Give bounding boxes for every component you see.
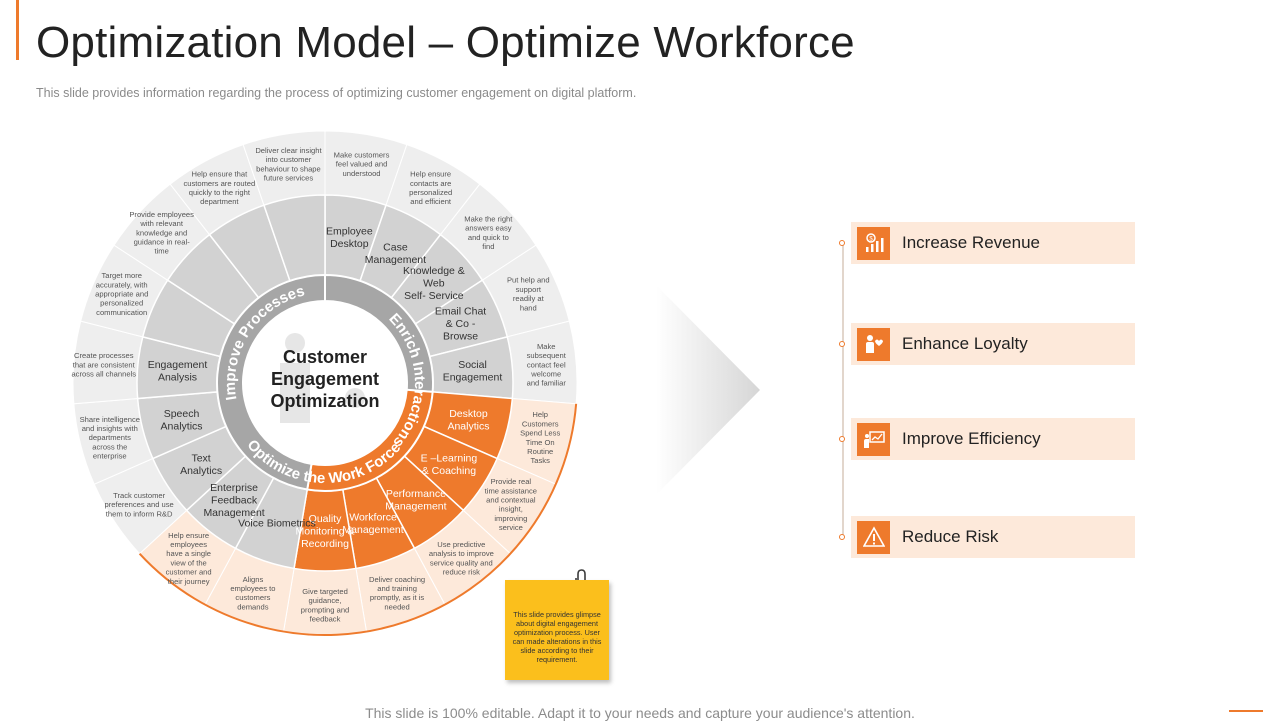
page-subtitle: This slide provides information regardin… xyxy=(36,86,637,100)
segment-label: E –Learning& Coaching xyxy=(421,452,478,477)
center-title-line: Engagement xyxy=(271,369,379,389)
outcome-dot-2 xyxy=(839,341,845,347)
outcome-label: Reduce Risk xyxy=(902,527,999,546)
outcome-card-increase-revenue: $ Increase Revenue xyxy=(851,222,1135,264)
flow-arrow-shape xyxy=(656,285,760,495)
outcome-dot-4 xyxy=(839,534,845,540)
outcome-label: Improve Efficiency xyxy=(902,429,1041,448)
svg-text:$: $ xyxy=(869,237,873,243)
outcome-label: Increase Revenue xyxy=(902,233,1040,252)
revenue-chart-icon: $ xyxy=(857,226,890,260)
outcome-card-reduce-risk: Reduce Risk xyxy=(851,516,1135,558)
person-body xyxy=(280,363,310,423)
workforce-outline xyxy=(138,403,578,636)
person-head xyxy=(285,333,305,353)
people-exchange-icon xyxy=(280,333,365,423)
center-title-line: Customer xyxy=(283,347,367,367)
outcome-card-enhance-loyalty: Enhance Loyalty xyxy=(851,323,1135,365)
page-title: Optimization Model – Optimize Workforce xyxy=(36,18,855,67)
center-title-line: Optimization xyxy=(271,391,380,411)
outcome-timeline xyxy=(842,243,844,538)
person-head xyxy=(345,388,365,408)
wheel-center xyxy=(243,301,407,465)
segment-label: Voice Biometrics xyxy=(238,518,316,530)
warning-triangle-icon xyxy=(857,520,890,554)
outcome-card-improve-efficiency: Improve Efficiency xyxy=(851,418,1135,460)
outcome-dot-3 xyxy=(839,436,845,442)
outcome-dot-1 xyxy=(839,240,845,246)
segment-label: Email Chat& Co -Browse xyxy=(435,306,486,343)
corner-accent-line xyxy=(1229,710,1263,712)
loyalty-person-icon xyxy=(857,327,890,361)
title-accent-bar xyxy=(16,0,19,60)
sticky-note: This slide provides glimpse about digita… xyxy=(505,580,609,680)
presentation-board-icon xyxy=(857,422,890,456)
outcome-label: Enhance Loyalty xyxy=(902,334,1028,353)
footer-note: This slide is 100% editable. Adapt it to… xyxy=(365,705,915,721)
